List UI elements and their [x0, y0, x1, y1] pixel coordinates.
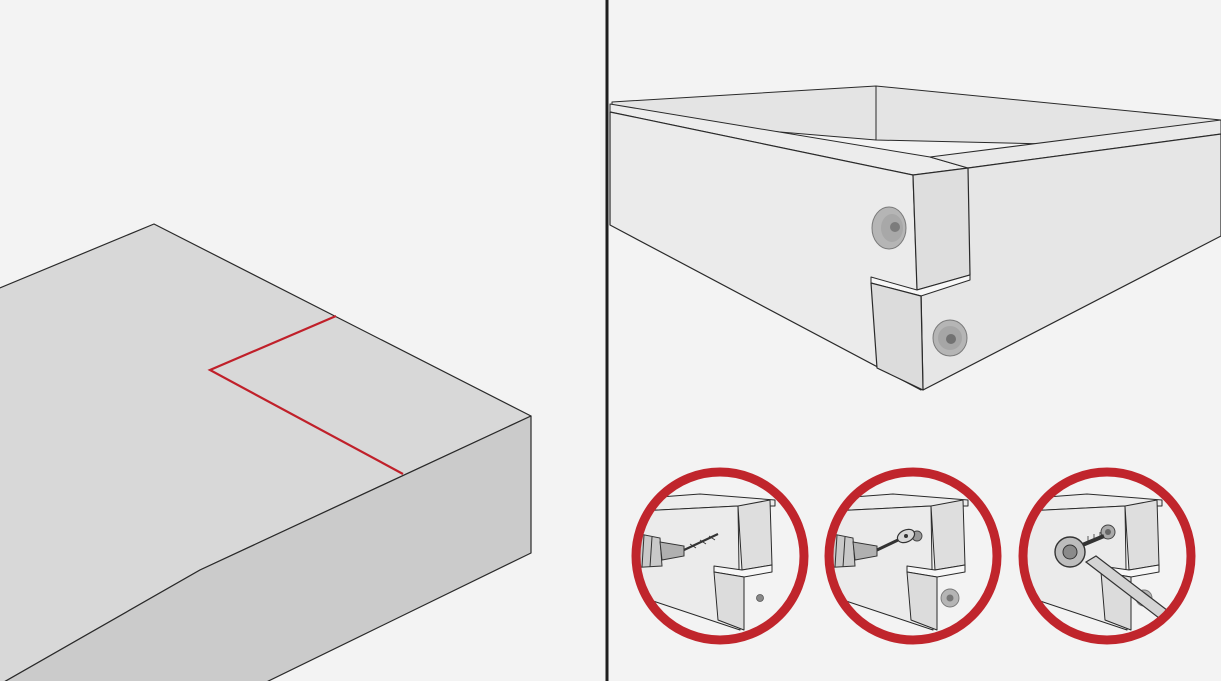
bolt-head	[1100, 524, 1116, 540]
counterbore-plug	[940, 588, 960, 608]
notch-cut-line	[207, 314, 404, 475]
dowel-upper	[871, 206, 907, 250]
frame-left-side	[609, 111, 922, 391]
detail-ring-3	[1018, 467, 1196, 645]
left-panel	[0, 223, 532, 681]
board	[0, 223, 532, 681]
detail-ring-2	[824, 467, 1002, 645]
detail-step-3	[1018, 467, 1196, 645]
dowel-lower	[932, 319, 968, 357]
frame-illustration	[609, 85, 1221, 391]
board-front-face	[4, 415, 532, 681]
detail-step-2	[824, 467, 1002, 645]
detail-step-1	[631, 467, 809, 645]
frame-right-rail-top	[929, 119, 1221, 169]
corner-end-grain-lower	[870, 282, 924, 391]
ratchet-wrench-icon	[1054, 532, 1181, 629]
detail-ring-1	[631, 467, 809, 645]
corner-end-grain-upper	[912, 167, 971, 291]
